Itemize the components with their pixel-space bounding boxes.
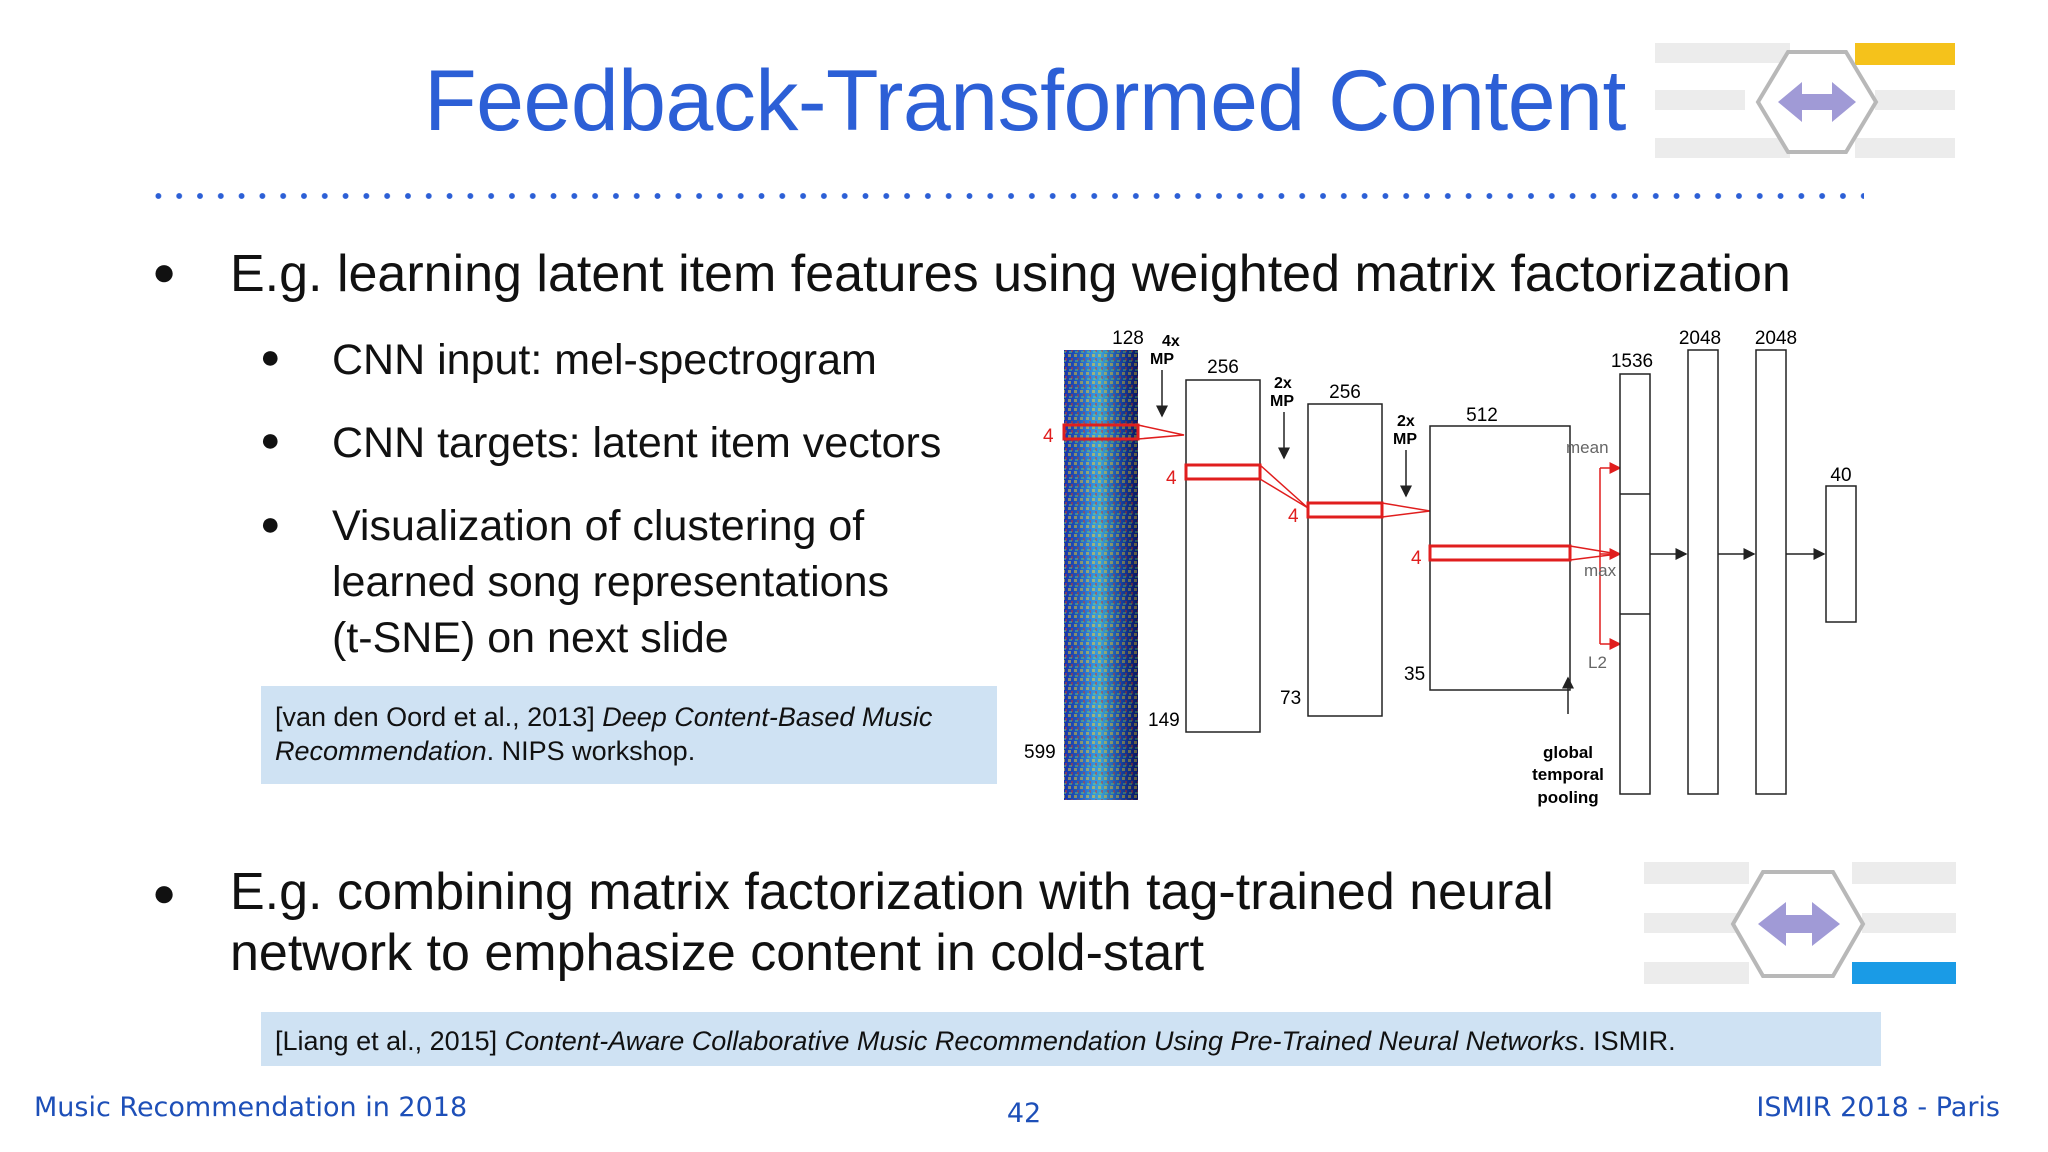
conv2-kernel-label: 4 bbox=[1288, 506, 1299, 527]
reference-box-2: [Liang et al., 2015] Content-Aware Colla… bbox=[261, 1012, 1881, 1066]
sub-bullet-3-line: (t-SNE) on next slide bbox=[332, 614, 729, 662]
bullet-2-text: E.g. combining matrix factorization with… bbox=[230, 862, 1554, 984]
footer-left-text: Music Recommendation in 2018 bbox=[34, 1092, 468, 1123]
spec-kernel-box bbox=[1062, 423, 1140, 441]
pool3-label-top: 2x bbox=[1397, 413, 1415, 430]
output-width-label: 40 bbox=[1830, 465, 1851, 486]
slide-title: Feedback-Transformed Content bbox=[424, 53, 1626, 149]
pool3-label-bottom: MP bbox=[1393, 431, 1417, 448]
ref1-title-cont: Recommendation bbox=[275, 736, 487, 766]
sub-bullet-1-text: CNN input: mel-spectrogram bbox=[332, 336, 877, 384]
gtp-label-line2: temporal bbox=[1532, 765, 1604, 784]
dotted-divider bbox=[148, 192, 1864, 200]
fc2-width-label: 2048 bbox=[1755, 328, 1797, 349]
pool2-label-top: 2x bbox=[1274, 375, 1292, 392]
conv3-width-label: 512 bbox=[1466, 405, 1498, 426]
conv1-kernel-label: 4 bbox=[1166, 468, 1177, 489]
bullet-marker: ● bbox=[152, 871, 177, 915]
sub-bullet-marker: ● bbox=[260, 505, 281, 543]
spec-width-label: 128 bbox=[1112, 328, 1144, 349]
mean-label: mean bbox=[1566, 438, 1609, 457]
sub-bullet-3-line: Visualization of clustering of bbox=[332, 502, 865, 550]
conv1-block bbox=[1185, 379, 1261, 733]
conv3-kernel-box bbox=[1428, 544, 1572, 562]
pooled-vector-block bbox=[1619, 373, 1651, 795]
l2-label: L2 bbox=[1588, 653, 1607, 672]
sub-bullet-marker: ● bbox=[260, 421, 281, 459]
gtp-label-line1: global bbox=[1543, 743, 1593, 762]
spec-height-label: 599 bbox=[1024, 742, 1056, 763]
fc1-width-label: 2048 bbox=[1679, 328, 1721, 349]
conv2-block bbox=[1307, 403, 1383, 717]
conv2-kernel-box bbox=[1306, 501, 1384, 519]
sub-bullet-2-text: CNN targets: latent item vectors bbox=[332, 419, 942, 467]
bidirectional-arrow-logo-icon bbox=[1655, 43, 1955, 158]
footer-right-text: ISMIR 2018 - Paris bbox=[1756, 1092, 2000, 1123]
conv1-kernel-box bbox=[1184, 463, 1262, 481]
conv1-width-label: 256 bbox=[1207, 357, 1239, 378]
conv3-height-label: 35 bbox=[1404, 664, 1425, 685]
conv3-block bbox=[1429, 425, 1571, 691]
pooled-width-label: 1536 bbox=[1611, 351, 1653, 372]
bullet-1-text: E.g. learning latent item features using… bbox=[230, 245, 1791, 303]
ref1-suffix: . NIPS workshop. bbox=[486, 736, 696, 766]
ref2-prefix: [Liang et al., 2015] bbox=[275, 1026, 505, 1056]
conv2-height-label: 73 bbox=[1280, 688, 1301, 709]
pool1-label-top: 4x bbox=[1162, 333, 1180, 350]
conv2-width-label: 256 bbox=[1329, 382, 1361, 403]
output-block bbox=[1825, 485, 1857, 623]
cnn-architecture-diagram: 128 599 4 4x MP 256 149 4 2x MP 256 73 4… bbox=[1024, 328, 1857, 807]
sub-bullet-3-text: Visualization of clustering of learned s… bbox=[332, 498, 889, 666]
max-label: max bbox=[1584, 561, 1617, 580]
gtp-label-line3: pooling bbox=[1537, 788, 1598, 807]
fc1-block bbox=[1687, 349, 1719, 795]
spec-kernel-label: 4 bbox=[1043, 426, 1054, 447]
bullet-2-line: network to emphasize content in cold-sta… bbox=[230, 924, 1205, 982]
pool2-label-bottom: MP bbox=[1270, 393, 1294, 410]
sub-bullet-marker: ● bbox=[260, 338, 281, 376]
bullet-marker: ● bbox=[152, 250, 177, 294]
ref2-suffix: . ISMIR. bbox=[1578, 1026, 1676, 1056]
pool1-label-bottom: MP bbox=[1150, 351, 1174, 368]
conv1-height-label: 149 bbox=[1148, 710, 1180, 731]
conv3-kernel-label: 4 bbox=[1411, 548, 1422, 569]
bullet-2-line: E.g. combining matrix factorization with… bbox=[230, 863, 1554, 921]
ref1-prefix: [van den Oord et al., 2013] bbox=[275, 702, 603, 732]
reference-box-1: [van den Oord et al., 2013] Deep Content… bbox=[261, 686, 997, 784]
bidirectional-arrow-logo-icon bbox=[1644, 862, 1956, 984]
ref1-title: Deep Content-Based Music bbox=[602, 702, 933, 732]
mel-spectrogram-image bbox=[1064, 350, 1138, 800]
page-number: 42 bbox=[1006, 1098, 1042, 1129]
ref2-title: Content-Aware Collaborative Music Recomm… bbox=[504, 1026, 1579, 1056]
fc2-block bbox=[1755, 349, 1787, 795]
sub-bullet-3-line: learned song representations bbox=[332, 558, 889, 606]
